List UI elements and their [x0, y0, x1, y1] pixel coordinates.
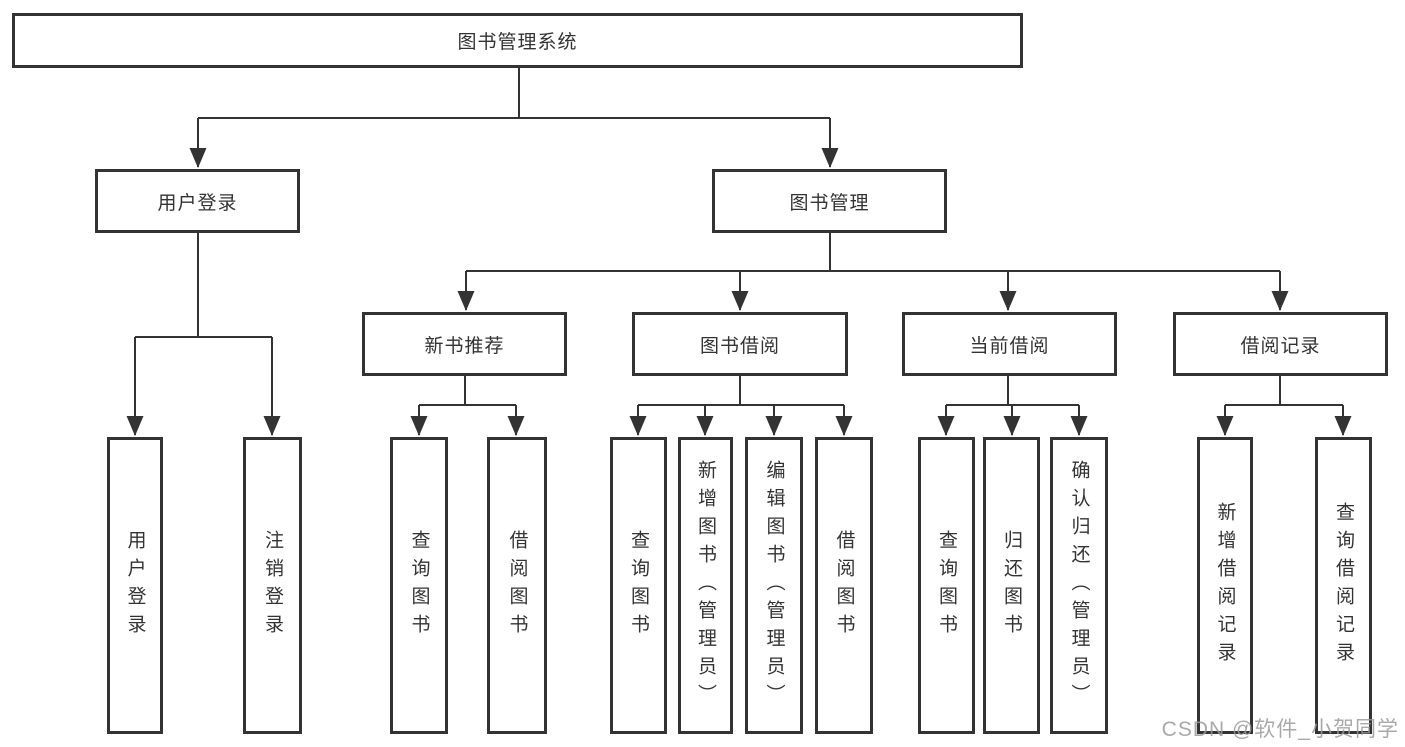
leaf-label: 注销登录: [262, 529, 283, 642]
leaf-label: 新增图书（管理员）: [695, 459, 716, 712]
leaf-recommend-query-books: 查询图书: [390, 437, 448, 734]
leaf-records-query-record: 查询借阅记录: [1315, 437, 1372, 734]
node-label: 图书管理系统: [457, 32, 578, 53]
leaf-borrow-borrow-books: 借阅图书: [815, 437, 873, 734]
node-book-management: 图书管理: [712, 169, 947, 233]
node-library-system: 图书管理系统: [12, 13, 1023, 68]
node-new-book-recommend: 新书推荐: [362, 312, 567, 376]
node-label: 新书推荐: [424, 335, 505, 357]
node-user-login: 用户登录: [95, 169, 300, 233]
leaf-borrow-query-books: 查询图书: [610, 437, 667, 734]
node-label: 图书借阅: [699, 335, 780, 357]
node-label: 借阅记录: [1240, 335, 1321, 357]
node-book-borrowing: 图书借阅: [632, 312, 848, 376]
leaf-label: 用户登录: [124, 529, 146, 642]
leaf-label: 确认归还（管理员）: [1068, 459, 1090, 712]
leaf-current-return-books: 归还图书: [983, 437, 1040, 734]
leaf-borrow-edit-books-admin: 编辑图书（管理员）: [745, 437, 803, 734]
leaf-label: 借阅图书: [506, 529, 528, 642]
node-label: 图书管理: [789, 192, 870, 214]
leaf-label: 借阅图书: [833, 529, 855, 642]
leaf-label: 查询图书: [628, 529, 649, 642]
node-current-borrowing: 当前借阅: [902, 312, 1117, 376]
connector-arrows: [126, 118, 1352, 436]
node-label: 当前借阅: [969, 335, 1050, 357]
leaf-current-query-books: 查询图书: [918, 437, 975, 734]
leaf-records-add-record: 新增借阅记录: [1197, 437, 1253, 734]
node-label: 用户登录: [157, 192, 238, 214]
leaf-label: 查询借阅记录: [1333, 501, 1354, 670]
leaf-label: 归还图书: [1001, 529, 1022, 642]
leaf-current-confirm-return-admin: 确认归还（管理员）: [1050, 437, 1108, 734]
node-borrowing-records: 借阅记录: [1173, 312, 1388, 376]
csdn-watermark: CSDN @软件_小贺同学: [1161, 718, 1399, 741]
connector-lines: [135, 68, 1343, 406]
leaf-label: 编辑图书（管理员）: [763, 459, 785, 712]
leaf-logout: 注销登录: [243, 437, 302, 734]
leaf-label: 新增借阅记录: [1214, 501, 1236, 670]
leaf-user-login: 用户登录: [107, 437, 163, 734]
leaf-borrow-add-books-admin: 新增图书（管理员）: [678, 437, 733, 734]
leaf-label: 查询图书: [408, 529, 430, 642]
leaf-label: 查询图书: [936, 529, 957, 642]
leaf-recommend-borrow-books: 借阅图书: [487, 437, 547, 734]
